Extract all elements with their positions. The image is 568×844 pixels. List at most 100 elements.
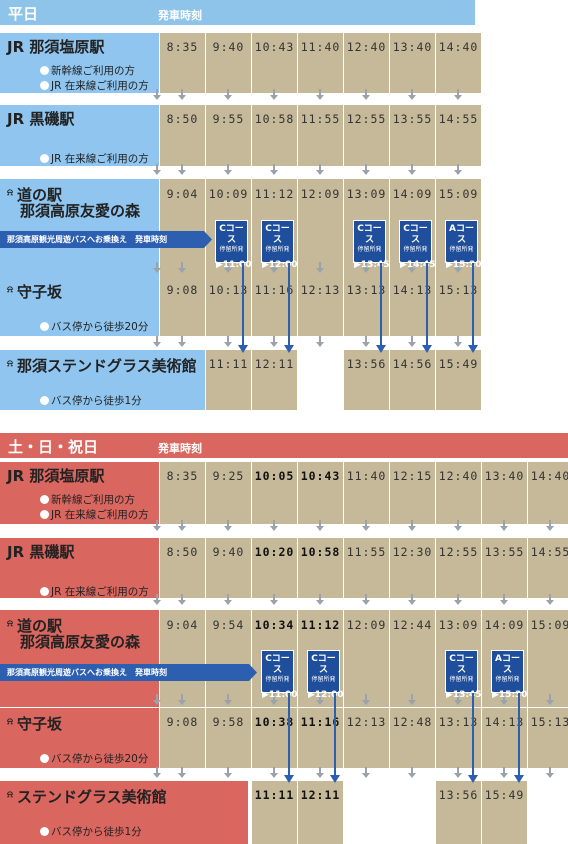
departure-time: 9:25 [212,469,245,483]
weekend-time-cell: 8:35 [160,462,205,524]
down-arrow-icon [454,767,462,778]
stop-note: バス停から徒歩1分 [40,824,142,839]
weekend-time-cell: 12:30 [390,538,435,598]
weekday-stop-3: ⍾守子坂バス停から徒歩20分 [0,276,159,336]
departure-time: 9:58 [212,715,245,729]
weekday-header: 平日発車時刻 [0,0,475,25]
departure-time: 10:43 [254,40,295,54]
stop-note: 新幹線ご利用の方 [40,63,135,78]
departure-time: 10:20 [254,545,295,559]
departure-time: 14:55 [438,112,479,126]
weekend-header-subtitle: 発車時刻 [158,442,202,455]
down-arrow-icon [224,164,232,175]
departure-time: 15:49 [438,357,479,371]
stop-name: ⍾守子坂 [7,281,62,302]
stop-name: ⍾ステンドグラス美術館 [7,786,167,807]
departure-time: 10:13 [208,283,249,297]
down-arrow-icon [178,520,186,531]
course-time: ▶15:30 [492,690,528,700]
departure-time: 9:08 [166,283,199,297]
weekend-course-badge: Cコース停留所発▶12:00 [307,650,344,700]
weekend-transfer-bar: 那須高原観光周遊バスへお乗換え 発車時刻 [0,664,257,681]
departure-time: 13:40 [392,40,433,54]
course-name: Aコース [449,224,474,245]
down-arrow-icon [408,594,416,605]
departure-time: 10:05 [254,469,295,483]
departure-time: 9:08 [166,715,199,729]
down-arrow-icon [153,520,161,531]
down-arrow-icon [316,164,324,175]
down-arrow-icon [270,767,278,778]
departure-time: 11:55 [300,112,341,126]
weekday-time-cell: 8:35 [160,33,205,93]
departure-time: 15:13 [530,715,568,729]
weekend-header: 土・日・祝日発車時刻 [0,433,568,458]
departure-time: 10:38 [254,715,295,729]
course-name: Aコース [495,654,520,675]
departure-time: 15:49 [484,788,525,802]
arrow-down-icon [376,345,386,353]
down-arrow-icon [500,694,508,705]
departure-time: 14:55 [530,545,568,559]
departure-time: 13:55 [484,545,525,559]
weekend-time-cell: 12:44 [390,610,435,707]
course-time: ▶11:00 [216,260,252,270]
stop-name-text: JR 黒磯駅 [7,110,75,128]
connector-line [242,263,244,346]
weekday-time-cell: 9:40 [206,33,251,93]
course-stop-text: 停留所発 [357,246,382,253]
stop-note: バス停から徒歩20分 [40,319,148,334]
down-arrow-icon [362,594,370,605]
weekend-time-cell: 9:08 [160,708,205,768]
weekend-time-cell: 10:20 [252,538,297,598]
down-arrow-icon [362,89,370,100]
departure-time: 14:40 [438,40,479,54]
stop-name-line2: 那須高原友愛の森 [20,202,141,220]
stop-name-text: 道の駅 [16,617,62,635]
arrow-down-icon [422,345,432,353]
course-time: ▶12:00 [308,690,344,700]
down-arrow-icon [408,767,416,778]
weekend-time-cell: 12:48 [390,708,435,768]
course-stop-text: 停留所発 [403,246,428,253]
departure-time: 10:43 [300,469,341,483]
stop-note: JR 在来線ご利用の方 [40,78,149,93]
departure-time: 11:11 [254,788,295,802]
weekend-course-badge: Aコース停留所発▶15:30 [491,650,528,700]
weekend-time-cell: 9:25 [206,462,251,524]
down-arrow-icon [454,594,462,605]
course-stop-text: 停留所発 [311,676,336,683]
weekend-time-cell: 15:49 [482,781,527,844]
course-name: Cコース [403,224,428,245]
weekday-time-cell: 12:55 [344,105,389,166]
weekday-time-cell: 11:55 [298,105,343,166]
course-name: Cコース [265,224,290,245]
weekend-stop-3: ⍾守子坂バス停から徒歩20分 [0,708,159,768]
connector-line [288,263,290,346]
departure-time: 13:55 [392,112,433,126]
stop-name: ⍾守子坂 [7,713,62,734]
weekday-time-cell: 11:40 [298,33,343,93]
weekend-time-cell: 11:11 [252,781,297,844]
weekday-time-cell: 11:11 [206,350,251,410]
down-arrow-icon [362,262,370,273]
down-arrow-icon [270,694,278,705]
departure-time: 13:13 [346,283,387,297]
down-arrow-icon [408,520,416,531]
bus-stop-icon: ⍾ [7,619,13,629]
course-time: ▶11:00 [262,690,298,700]
course-name: Cコース [265,654,290,675]
arrow-down-icon [284,345,294,353]
weekend-time-cell: 12:09 [344,610,389,707]
down-arrow-icon [500,520,508,531]
departure-time: 14:56 [392,357,433,371]
weekday-course-badge: Cコース停留所発▶14:45 [399,220,436,270]
down-arrow-icon [153,336,161,347]
departure-time: 11:12 [300,618,341,632]
course-time: ▶13:45 [354,260,390,270]
down-arrow-icon [316,594,324,605]
departure-time: 12:30 [392,545,433,559]
departure-time: 12:48 [392,715,433,729]
weekday-time-cell: 9:55 [206,105,251,166]
